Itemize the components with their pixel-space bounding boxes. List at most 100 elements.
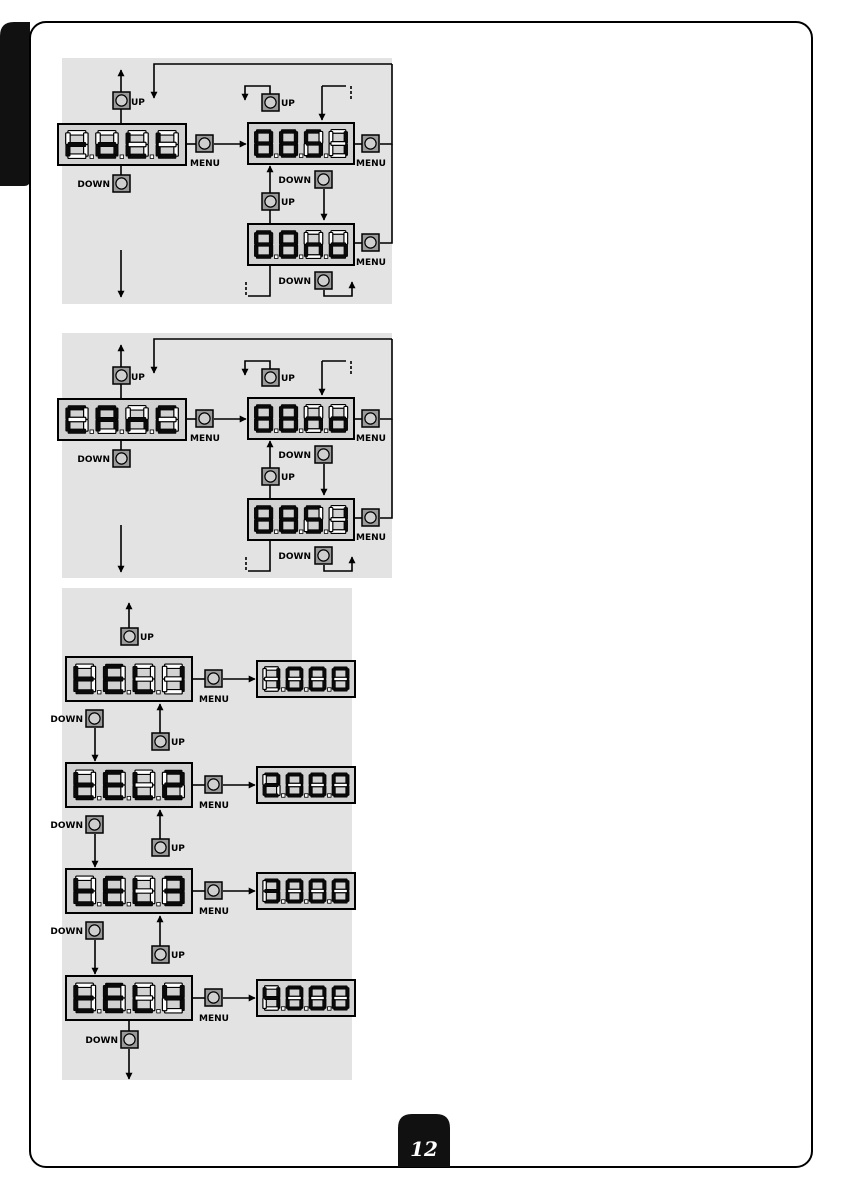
tel-main-display-1-digit-2 [103, 664, 125, 694]
segment-g [76, 783, 94, 787]
tel-value-display-3-digit-4 [332, 879, 349, 903]
tel-main-display-2-digit-3 [133, 770, 155, 800]
roll-opt-down-button-knob [318, 174, 329, 185]
segment-g [135, 677, 153, 681]
canc-opt2-down-button-knob [318, 550, 329, 561]
segment-a [256, 231, 271, 235]
roll-main-display-digit-3 [126, 131, 148, 159]
decimal-point [299, 154, 303, 158]
decimal-point [328, 688, 332, 692]
segment-d [105, 902, 123, 906]
segment-d [98, 429, 116, 433]
segment-g [311, 783, 325, 786]
segment-d [334, 900, 348, 903]
tel-up-button-2-label: UP [171, 738, 185, 748]
decimal-point [150, 155, 154, 159]
tel-up-button-4-knob [155, 949, 166, 960]
decimal-point [324, 154, 328, 158]
segment-g [165, 996, 183, 1000]
decimal-point [120, 155, 124, 159]
canc-main-display-digit-2 [96, 406, 118, 434]
segment-d [76, 1009, 94, 1013]
segment-g [311, 996, 325, 999]
segment-d [288, 794, 302, 797]
tel-value-display-2-digit-2 [286, 773, 303, 797]
tel-menu-button-2-label: MENU [199, 801, 229, 811]
roll-down-button-knob [116, 178, 127, 189]
segment-d [105, 1009, 123, 1013]
tel-value-display-4-digit-3 [309, 986, 326, 1010]
tel-main-display-4-digit-4 [162, 983, 184, 1013]
tel-value-display-1-digit-4 [332, 667, 349, 691]
segment-g [165, 783, 183, 787]
decimal-point [328, 900, 332, 904]
segment-d [76, 690, 94, 694]
segment-g [288, 996, 302, 999]
canc-menu-button-label: MENU [190, 434, 220, 444]
segment-g [331, 518, 346, 522]
decimal-point [98, 796, 102, 800]
roll-opt2-up-button-label: UP [281, 198, 295, 208]
segment-a [288, 986, 302, 989]
segment-d [256, 429, 271, 433]
tel-main-display-3-digit-4 [162, 876, 184, 906]
segment-g [98, 417, 116, 421]
decimal-point [275, 154, 279, 158]
segment-d [281, 154, 296, 158]
segment-g [105, 889, 123, 893]
roll-down-button-label: DOWN [77, 180, 110, 190]
segment-d [135, 690, 153, 694]
tel-menu-button-1-knob [208, 673, 219, 684]
decimal-point [282, 1007, 286, 1011]
decimal-point [157, 1009, 161, 1013]
segment-d [68, 429, 86, 433]
decimal-point [150, 430, 154, 434]
segment-g [256, 243, 271, 247]
tel-menu-button-1-label: MENU [199, 695, 229, 705]
decimal-point [127, 690, 131, 694]
page-number: 12 [410, 1137, 438, 1161]
black-edge-tab [0, 22, 30, 186]
decimal-point [127, 796, 131, 800]
tel-value-display-3-digit-2 [286, 879, 303, 903]
decimal-point [157, 796, 161, 800]
segment-d [334, 688, 348, 691]
tel-value-display-3-digit-1 [263, 879, 280, 903]
segment-g [281, 518, 296, 522]
roll-menu-button-knob [199, 138, 210, 149]
roll-up-button-label: UP [131, 98, 145, 108]
segment-a [334, 986, 348, 989]
segment-d [281, 255, 296, 259]
segment-g [105, 783, 123, 787]
segment-g [135, 783, 153, 787]
segment-g [311, 677, 325, 680]
segment-g [165, 889, 183, 893]
canc-opt-up-button-knob [265, 372, 276, 383]
segment-a [311, 667, 325, 670]
decimal-point [299, 255, 303, 259]
segment-g [265, 677, 279, 680]
tel-main-display-4-digit-1 [74, 983, 96, 1013]
segment-d [311, 900, 325, 903]
tel-down-button-3-knob [89, 925, 100, 936]
segment-g [306, 417, 321, 421]
canc-main-display-digit-4 [156, 406, 178, 434]
segment-d [288, 900, 302, 903]
segment-d [288, 688, 302, 691]
canc-opt-down-button-knob [318, 449, 329, 460]
segment-a [256, 506, 271, 510]
segment-d [281, 429, 296, 433]
panel-canc [62, 333, 392, 578]
segment-g [288, 889, 302, 892]
segment-g [281, 417, 296, 421]
decimal-point [299, 429, 303, 433]
segment-d [68, 154, 86, 158]
segment-g [265, 996, 279, 999]
segment-d [76, 902, 94, 906]
canc-opt2-menu-button-knob [365, 512, 376, 523]
tel-value-display-2-digit-3 [309, 773, 326, 797]
tel-value-display-1-digit-1 [263, 667, 280, 691]
tel-value-display-4-digit-1 [263, 986, 280, 1010]
segment-d [135, 796, 153, 800]
tel-main-display-3-digit-1 [74, 876, 96, 906]
